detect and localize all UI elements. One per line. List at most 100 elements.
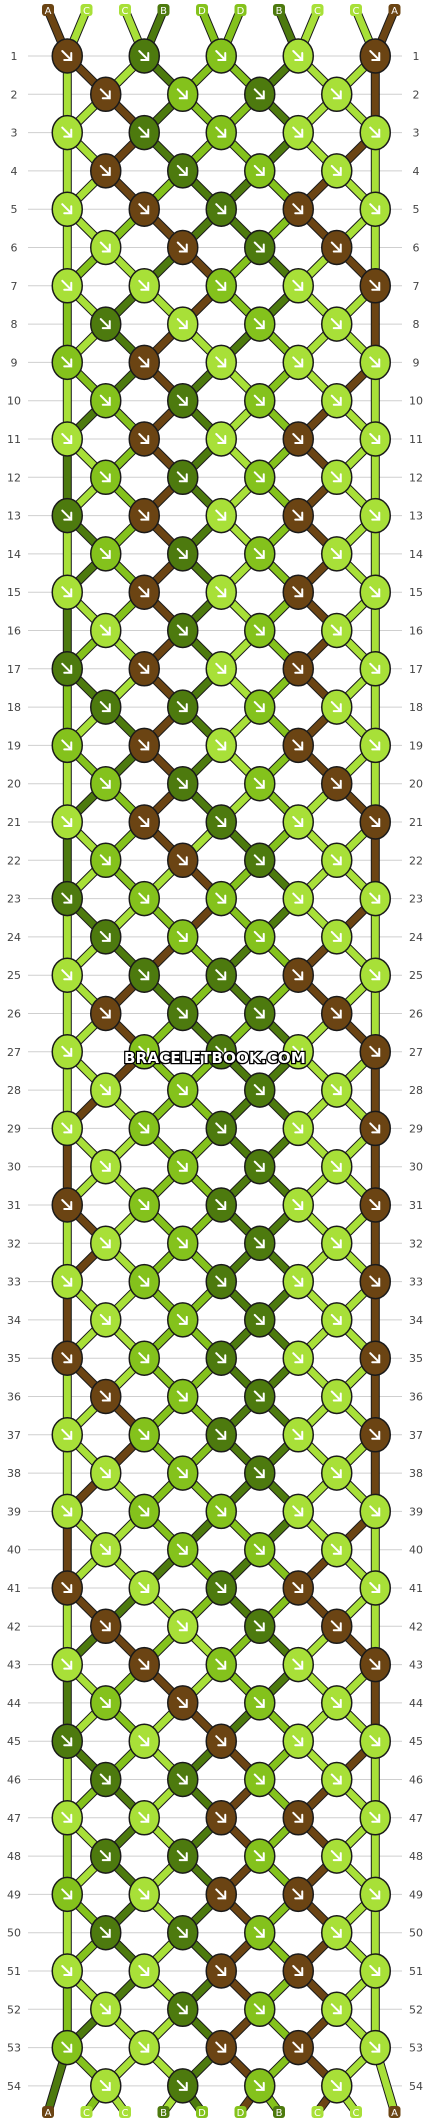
arrow-down-right-icon (215, 1428, 227, 1440)
arrow-down-right-icon (61, 433, 73, 444)
row-number-right: 50 (409, 1927, 423, 1940)
knot (244, 689, 276, 725)
arrow-down-right-icon (99, 2079, 111, 2091)
knot (282, 421, 314, 457)
arrow-down-right-icon (138, 1045, 150, 1057)
arrow-down-right-icon (215, 203, 227, 215)
arrow-down-right-icon (138, 1965, 150, 1976)
arrow-down-right-icon (292, 1122, 304, 1134)
knot (359, 1417, 391, 1453)
row-number-left: 17 (7, 663, 21, 676)
knot (359, 1493, 391, 1530)
knot (128, 1034, 160, 1070)
row-number-right: 10 (409, 395, 423, 408)
arrow-down-right-icon (253, 2079, 265, 2091)
string-label: C (350, 4, 362, 17)
row-number-right: 1 (413, 50, 420, 63)
arrow-down-right-icon (138, 126, 150, 138)
arrow-down-right-icon (369, 1122, 381, 1134)
knot (51, 1110, 83, 1147)
arrow-down-right-icon (99, 1390, 111, 1402)
arrow-down-right-icon (292, 1352, 304, 1364)
knot (244, 76, 276, 113)
knot (167, 842, 199, 879)
arrow-down-right-icon (215, 279, 227, 291)
knot (205, 421, 237, 457)
string-label: C (311, 4, 324, 17)
arrow-down-right-icon (330, 1313, 342, 1325)
arrow-down-right-icon (61, 1352, 73, 1364)
arrow-down-right-icon (330, 2003, 342, 2015)
arrow-down-right-icon (369, 816, 381, 827)
knot (128, 651, 160, 687)
arrow-down-right-icon (215, 1582, 227, 1593)
knot (282, 1187, 314, 1223)
svg-text:A: A (45, 6, 52, 17)
row-number-left: 53 (7, 2042, 21, 2055)
row-number-left: 16 (7, 625, 21, 638)
svg-text:B: B (160, 6, 167, 17)
knot (167, 919, 199, 955)
arrow-down-right-icon (330, 1696, 342, 1708)
arrow-down-right-icon (176, 394, 188, 406)
knot (359, 804, 391, 840)
arrow-down-right-icon (176, 777, 188, 789)
knot (321, 1225, 353, 1262)
knot (205, 2029, 237, 2066)
knot (321, 1531, 353, 1568)
knot (244, 1914, 276, 1951)
knot (167, 536, 199, 572)
arrow-down-right-icon (215, 1658, 227, 1670)
string-label: A (42, 2106, 54, 2119)
arrow-down-right-icon (138, 969, 150, 981)
arrow-down-right-icon (369, 50, 381, 61)
arrow-down-right-icon (176, 1620, 188, 1632)
knot (282, 1493, 314, 1530)
arrow-down-right-icon (215, 433, 227, 444)
knot (128, 880, 160, 917)
row-number-right: 46 (409, 1774, 423, 1787)
knot (282, 880, 314, 917)
thread-D (63, 8, 264, 2115)
knot (167, 1608, 199, 1645)
row-number-left: 26 (7, 1008, 21, 1021)
row-number-right: 9 (413, 356, 420, 369)
svg-text:D: D (237, 6, 245, 17)
row-number-left: 42 (7, 1620, 21, 1633)
arrow-down-right-icon (292, 1045, 304, 1057)
knot (128, 421, 160, 457)
knot (167, 995, 199, 1032)
arrow-down-right-icon (138, 203, 150, 215)
knot (167, 1761, 199, 1798)
knot (244, 1302, 276, 1338)
knot (167, 382, 199, 419)
knot (128, 804, 160, 840)
arrow-down-right-icon (292, 586, 304, 598)
arrow-down-right-icon (99, 394, 111, 406)
row-number-left: 30 (7, 1161, 21, 1174)
knot (128, 1876, 160, 1913)
row-number-right: 40 (409, 1544, 423, 1557)
arrow-down-right-icon (61, 1735, 73, 1747)
arrow-down-right-icon (138, 1582, 150, 1593)
row-number-right: 43 (409, 1659, 423, 1672)
arrow-down-right-icon (292, 1275, 304, 1287)
knot (205, 1723, 237, 1759)
arrow-down-right-icon (176, 1696, 188, 1708)
arrow-down-right-icon (330, 1160, 342, 1172)
row-number-right: 3 (413, 127, 420, 140)
row-number-left: 51 (7, 1965, 21, 1978)
knot (282, 1876, 314, 1913)
knot (51, 804, 83, 840)
arrow-down-right-icon (253, 318, 265, 330)
thread-A (294, 8, 398, 2115)
knot (359, 1570, 391, 1606)
knot (359, 1723, 391, 1759)
arrow-down-right-icon (292, 50, 304, 61)
knot (282, 1570, 314, 1606)
arrow-down-right-icon (176, 164, 188, 176)
row-number-left: 28 (7, 1084, 21, 1097)
knot (321, 765, 353, 802)
knot (51, 1187, 83, 1223)
arrow-down-right-icon (61, 2041, 73, 2053)
